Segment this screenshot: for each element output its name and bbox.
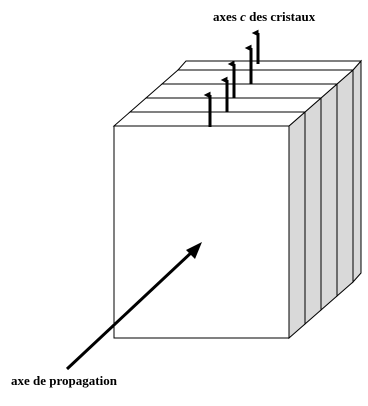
propagation-axis-label: axe de propagation [11, 373, 118, 388]
slab-side-face-2 [336, 68, 354, 298]
slab-top-face-1 [176, 60, 363, 71]
slab-side-face-4 [304, 96, 322, 326]
slab-side-face-1 [352, 59, 362, 284]
slab-side-face-5 [288, 110, 306, 340]
crystal-axis-arrows [203, 29, 260, 127]
slab-top-face-3 [144, 83, 339, 99]
crystal-axes-label: axes c des cristaux [213, 9, 316, 24]
slab-top-face-2 [160, 69, 355, 85]
cube-front-face [113, 125, 290, 339]
slab-side-face-3 [320, 82, 338, 312]
diagonal-arrow-icon [65, 242, 202, 371]
